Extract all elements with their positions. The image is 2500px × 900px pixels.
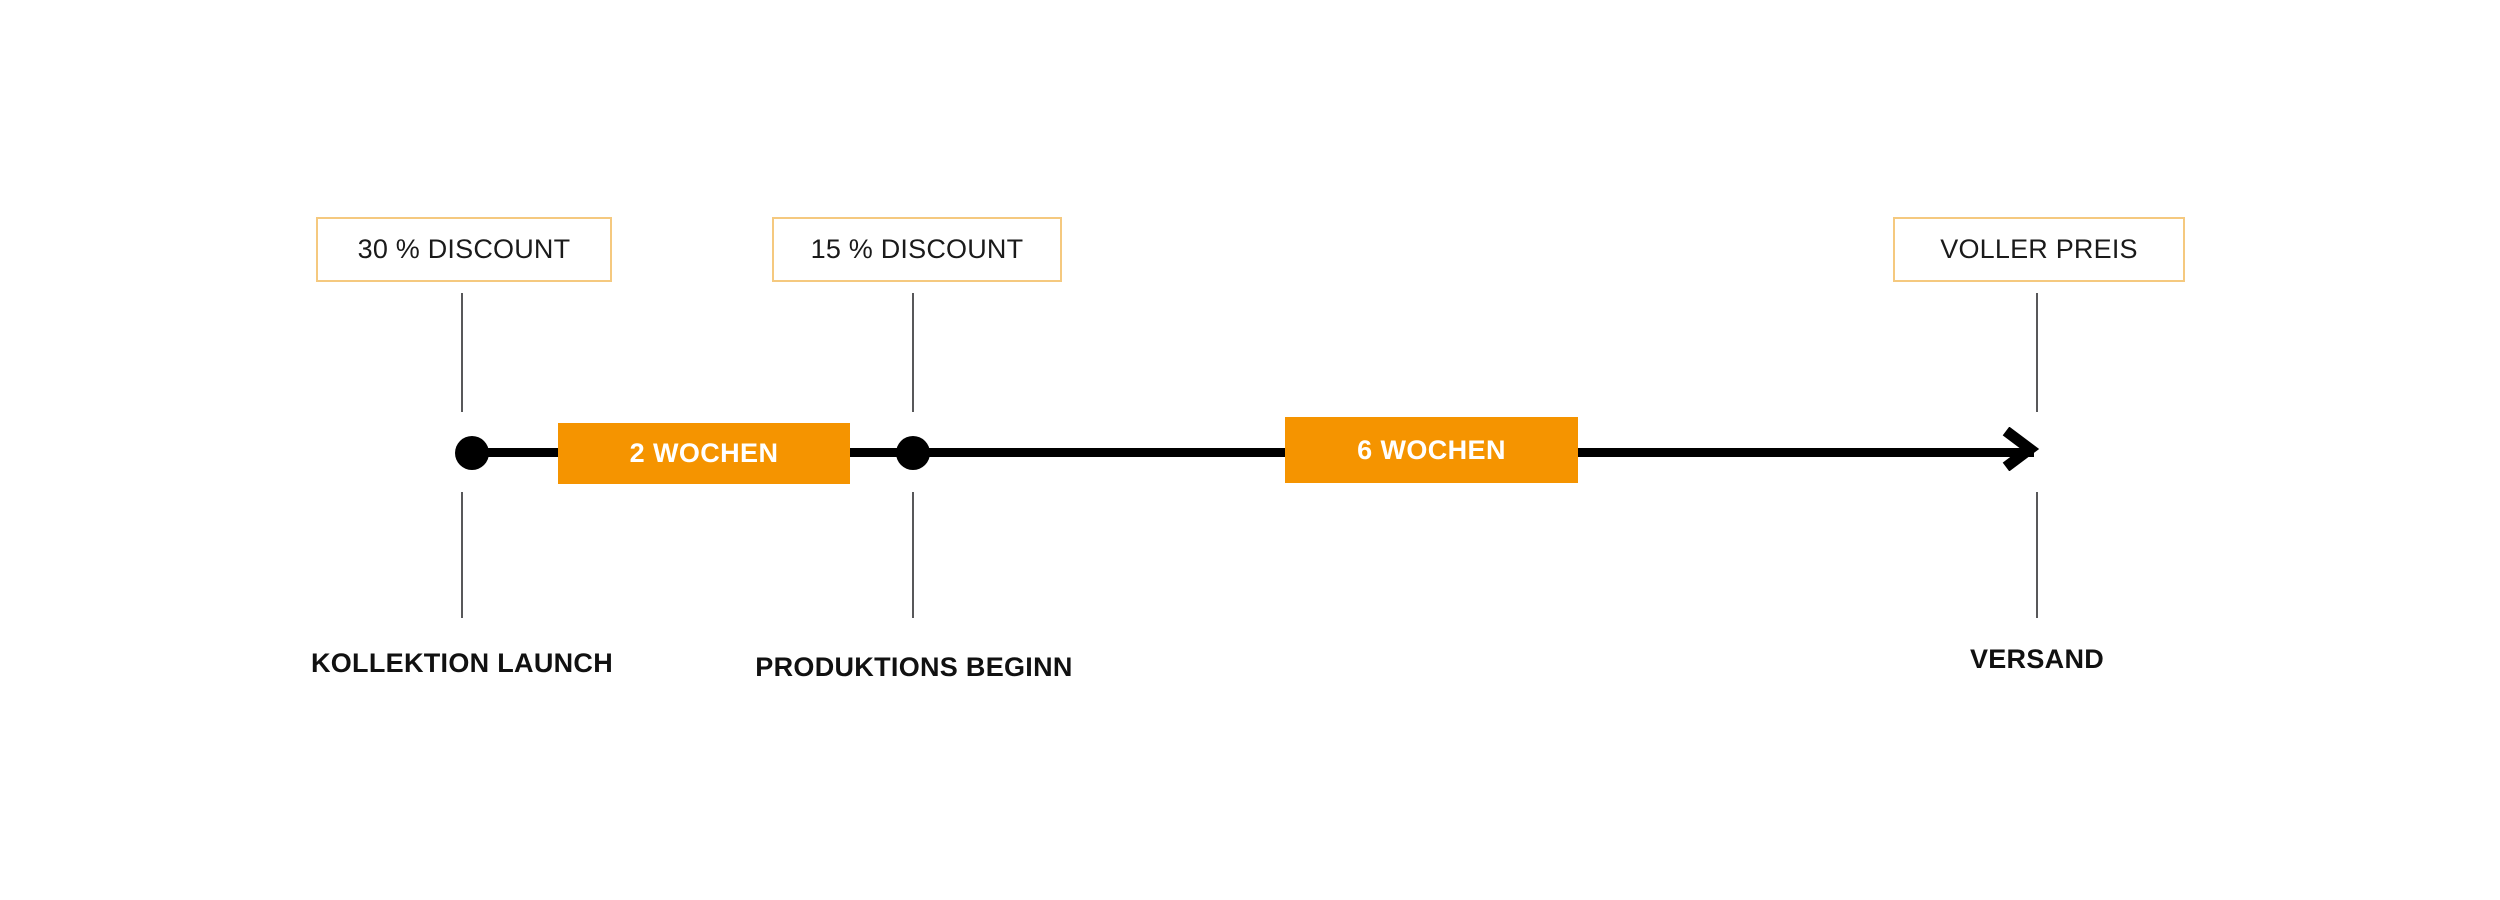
callout-discount-15-label: 15 % DISCOUNT <box>810 234 1024 264</box>
axis-segment-start <box>472 448 562 457</box>
milestone-label-produktions-beginn: PRODUKTIONS BEGINN <box>755 652 1073 682</box>
stem-upper-kollektion-launch <box>461 293 463 412</box>
callout-discount-30: 30 % DISCOUNT <box>316 217 612 282</box>
stem-lower-produktions-beginn <box>912 492 914 618</box>
callout-full-price-label: VOLLER PREIS <box>1940 234 2138 264</box>
duration-bar-2-wochen-label: 2 WOCHEN <box>629 438 779 468</box>
stem-upper-produktions-beginn <box>912 293 914 412</box>
axis-segment-middle <box>846 448 1289 457</box>
milestone-label-versand: VERSAND <box>1969 644 2105 674</box>
axis-dot-produktions-beginn <box>896 436 930 470</box>
callout-discount-15: 15 % DISCOUNT <box>772 217 1062 282</box>
milestone-label-kollektion-launch: KOLLEKTION LAUNCH <box>310 648 614 678</box>
duration-bar-6-wochen: 6 WOCHEN <box>1285 417 1578 483</box>
stem-lower-versand <box>2036 492 2038 618</box>
duration-bar-2-wochen: 2 WOCHEN <box>558 423 850 484</box>
duration-bar-6-wochen-label: 6 WOCHEN <box>1357 434 1506 465</box>
axis-segment-end <box>1574 448 2034 457</box>
stem-upper-versand <box>2036 293 2038 412</box>
axis-dot-kollektion-launch <box>455 436 489 470</box>
callout-full-price: VOLLER PREIS <box>1893 217 2185 282</box>
stem-lower-kollektion-launch <box>461 492 463 618</box>
callout-discount-30-label: 30 % DISCOUNT <box>357 234 571 264</box>
axis-arrowhead-icon <box>2000 426 2048 472</box>
